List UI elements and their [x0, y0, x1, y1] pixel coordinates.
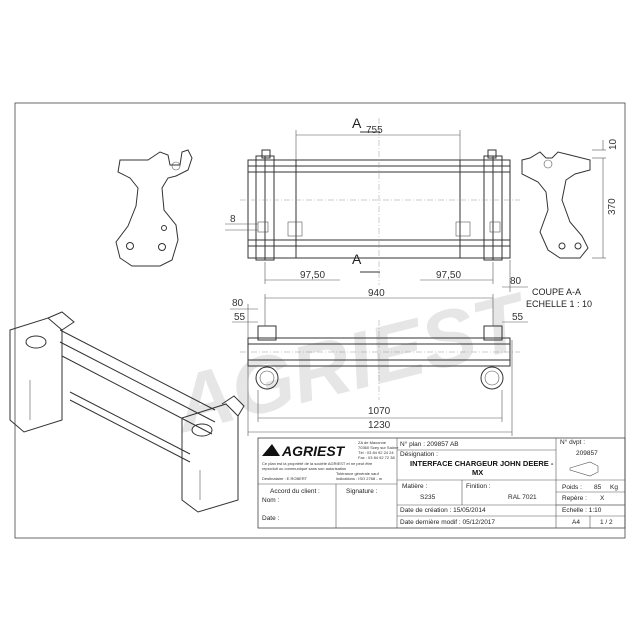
- material-value: S235: [420, 494, 436, 501]
- material-label: Matière :: [402, 483, 427, 490]
- dim-755: 755: [366, 125, 383, 136]
- sheet-number: 1 / 2: [600, 519, 613, 526]
- devpt-value: 209857: [576, 450, 598, 457]
- address-line-1: ZA de Maxonne: [358, 440, 387, 445]
- title-block: [257, 437, 626, 529]
- section-title-line1: COUPE A-A: [532, 287, 581, 297]
- weight-label: Poids :: [562, 484, 582, 491]
- isometric-view: [9, 311, 245, 513]
- fax: Fax : 03 84 92 72 38: [358, 455, 395, 460]
- weight-value: 85: [594, 484, 602, 491]
- dim-1230: 1230: [368, 420, 391, 431]
- finish-label: Finition :: [466, 483, 491, 490]
- scale-label: Echelle : 1:10: [562, 507, 602, 514]
- section-label-bottom: A: [352, 251, 362, 267]
- front-view-top: [225, 118, 528, 292]
- repere-label: Repère :: [562, 495, 587, 502]
- part-shape-icon: [569, 461, 599, 477]
- dim-97-50-right: 97,50: [436, 270, 461, 281]
- company-logo-text: AGRIEST: [281, 443, 346, 459]
- section-label-top: A: [352, 115, 362, 131]
- signature-label: Signature :: [346, 488, 378, 495]
- legal-line-2: reproduit ou communiqué sans son autoris…: [262, 466, 346, 471]
- plan-number: N° plan : 209857 AB: [400, 440, 459, 448]
- address-line-2: 70360 Scey sur Saône: [358, 445, 399, 450]
- legal-line-1: Ce plan est la propriété de la société A…: [262, 461, 373, 466]
- addressee: Destinataire : E.ROBERT: [262, 476, 308, 481]
- name-label: Nom :: [262, 497, 280, 504]
- client-agreement-label: Accord du client :: [270, 488, 320, 495]
- tolerance-line-1: Tolérance générale sauf: [336, 471, 380, 476]
- tolerance-line-2: indications : ISO 2768 - m: [336, 476, 383, 481]
- repere-value: X: [600, 495, 605, 502]
- side-bracket-right-section: [521, 140, 606, 259]
- devpt-label: N° dvpt :: [560, 438, 585, 446]
- designation-line-1: INTERFACE CHARGEUR JOHN DEERE -: [410, 459, 554, 468]
- drawing-frame: [14, 102, 626, 539]
- weight-unit: Kg: [610, 484, 618, 491]
- dim-55-left: 55: [234, 312, 246, 323]
- watermark: AGRIEST: [164, 275, 538, 449]
- dim-55-right: 55: [512, 312, 524, 323]
- dim-10: 10: [608, 138, 619, 150]
- designation-line-2: MX: [472, 468, 483, 477]
- dim-940: 940: [368, 288, 385, 299]
- date-label: Date :: [262, 515, 280, 522]
- finish-value: RAL 7021: [508, 494, 537, 501]
- dim-1070: 1070: [368, 406, 391, 417]
- designation-label: Désignation :: [400, 451, 438, 458]
- side-bracket-left: [115, 149, 193, 267]
- phone: Tél : 03 84 92 24 24: [358, 450, 394, 455]
- dim-80-left: 80: [232, 298, 244, 309]
- modified-date: Date dernière modif : 05/12/2017: [400, 519, 495, 526]
- dim-97-50-left: 97,50: [300, 270, 325, 281]
- agriest-logo-icon: [262, 444, 280, 456]
- created-date: Date de création : 15/05/2014: [400, 507, 486, 514]
- format: A4: [572, 519, 580, 526]
- front-view-bottom: [230, 294, 528, 436]
- dim-370: 370: [607, 198, 618, 215]
- dim-8: 8: [230, 214, 236, 225]
- dim-80-right: 80: [510, 276, 522, 287]
- section-title-line2: ECHELLE 1 : 10: [526, 299, 592, 309]
